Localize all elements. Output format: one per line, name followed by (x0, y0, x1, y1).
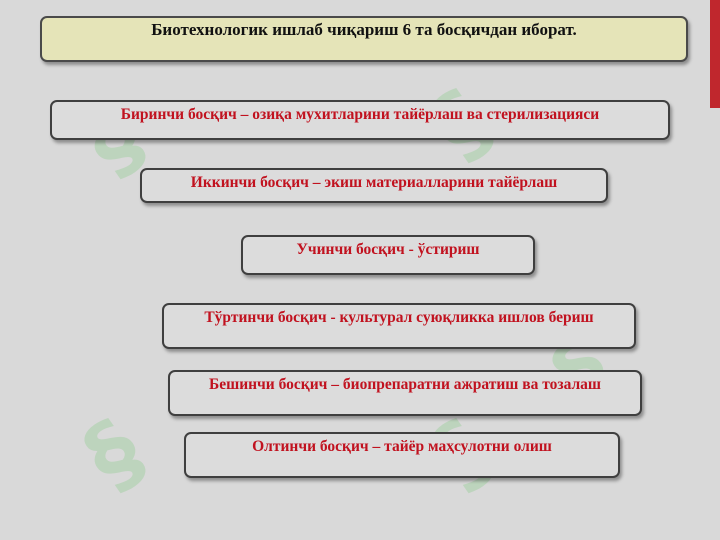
accent-bar (710, 0, 720, 108)
stage-box-4: Тўртинчи босқич - культурал суюқликка иш… (162, 303, 636, 349)
slide-title: Биотехнологик ишлаб чиқариш 6 та босқичд… (151, 20, 577, 39)
stage-box-5: Бешинчи босқич – биопрепаратни ажратиш в… (168, 370, 642, 416)
stage-label: Биринчи босқич – озиқа мухитларини тайёр… (120, 106, 600, 123)
stage-label: Олтинчи босқич – тайёр маҳсулотни олиш (252, 438, 552, 455)
stage-label: Тўртинчи босқич - культурал суюқликка иш… (204, 309, 594, 326)
stage-label: Иккинчи босқич – экиш материалларини тай… (190, 174, 558, 191)
stage-label: Бешинчи босқич – биопрепаратни ажратиш в… (208, 376, 602, 393)
watermark-logo-icon: § (66, 398, 162, 509)
stage-box-6: Олтинчи босқич – тайёр маҳсулотни олиш (184, 432, 620, 478)
stage-box-3: Учинчи босқич - ўстириш (241, 235, 535, 275)
stage-box-2: Иккинчи босқич – экиш материалларини тай… (140, 168, 608, 203)
stage-label: Учинчи босқич - ўстириш (296, 241, 480, 258)
stage-box-1: Биринчи босқич – озиқа мухитларини тайёр… (50, 100, 670, 140)
title-box: Биотехнологик ишлаб чиқариш 6 та босқичд… (40, 16, 688, 62)
